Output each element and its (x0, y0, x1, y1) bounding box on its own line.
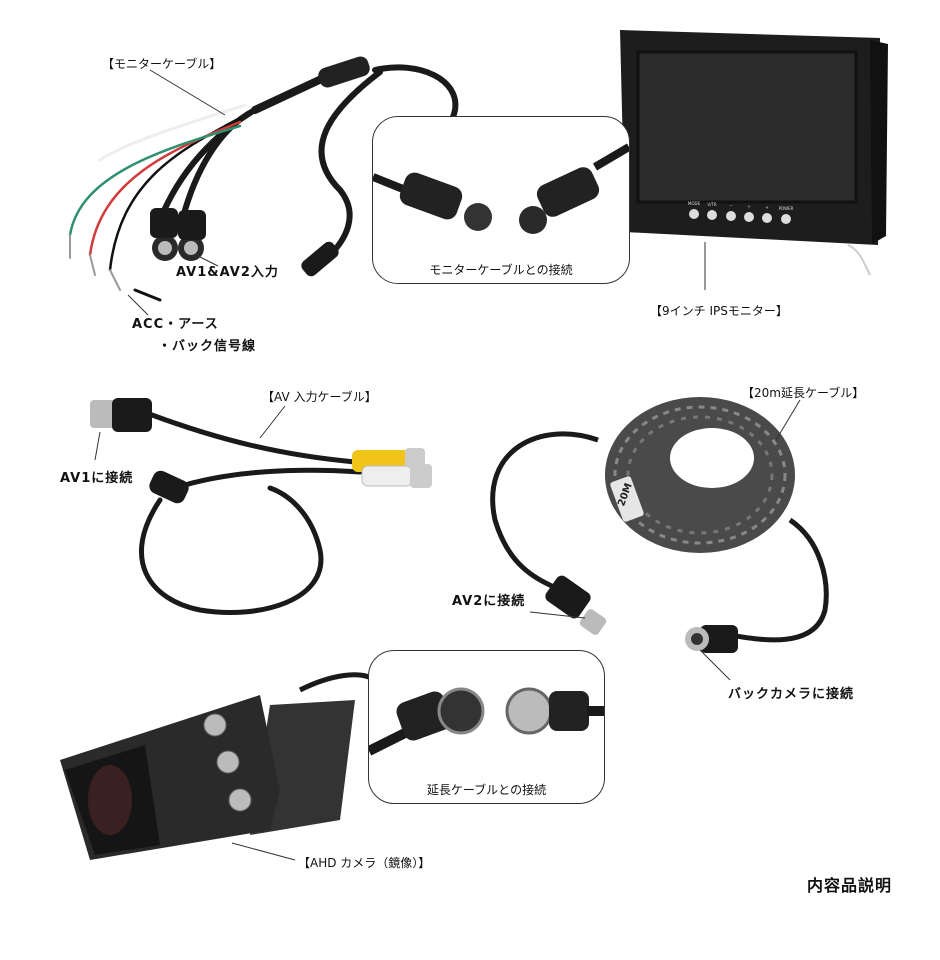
label-acc-line1: ACC・アース (132, 317, 219, 332)
monitor-buttons (689, 209, 791, 224)
monitor-connection-caption: モニターケーブルとの接続 (429, 263, 573, 277)
monitor-button-label: ＋ (747, 204, 751, 209)
extension-connection-caption: 延長ケーブルとの接続 (426, 783, 547, 797)
label-connect-back-camera: バックカメラに接続 (728, 687, 855, 702)
monitor-button-label: + (765, 205, 768, 210)
ahd-camera-image (60, 672, 377, 860)
monitor-cable-image (68, 56, 459, 302)
leader-lines (94, 69, 801, 861)
label-ahd-camera: 【AHD カメラ（鏡像）】 (298, 856, 431, 870)
connector-closeup-image-2 (369, 687, 604, 756)
monitor-image (620, 30, 888, 276)
extension-cable-coil-image (490, 397, 829, 653)
label-9inch-monitor: 【9インチ IPSモニター】 (650, 304, 788, 318)
monitor-button-label: MODE (688, 201, 701, 206)
monitor-button-label: V/TR (707, 202, 717, 207)
label-monitor-cable: 【モニターケーブル】 (102, 57, 222, 71)
label-av-input-cable: 【AV 入力ケーブル】 (262, 390, 377, 404)
monitor-button-label: − (729, 203, 732, 208)
extension-connection-inset: 延長ケーブルとの接続 (368, 650, 605, 804)
monitor-connection-inset: モニターケーブルとの接続 (372, 116, 630, 284)
page-title: 内容品説明 (806, 876, 892, 895)
connector-closeup-image (373, 143, 629, 234)
label-connect-av2: AV2に接続 (452, 594, 526, 609)
label-acc-line2: ・バック信号線 (158, 339, 257, 354)
monitor-button-label: POWER (779, 206, 794, 211)
label-20m-extension: 【20m延長ケーブル】 (742, 386, 865, 400)
label-av-inputs: AV1&AV2入力 (176, 265, 279, 280)
label-connect-av1: AV1に接続 (60, 471, 134, 486)
av-input-cable-image (90, 398, 432, 615)
